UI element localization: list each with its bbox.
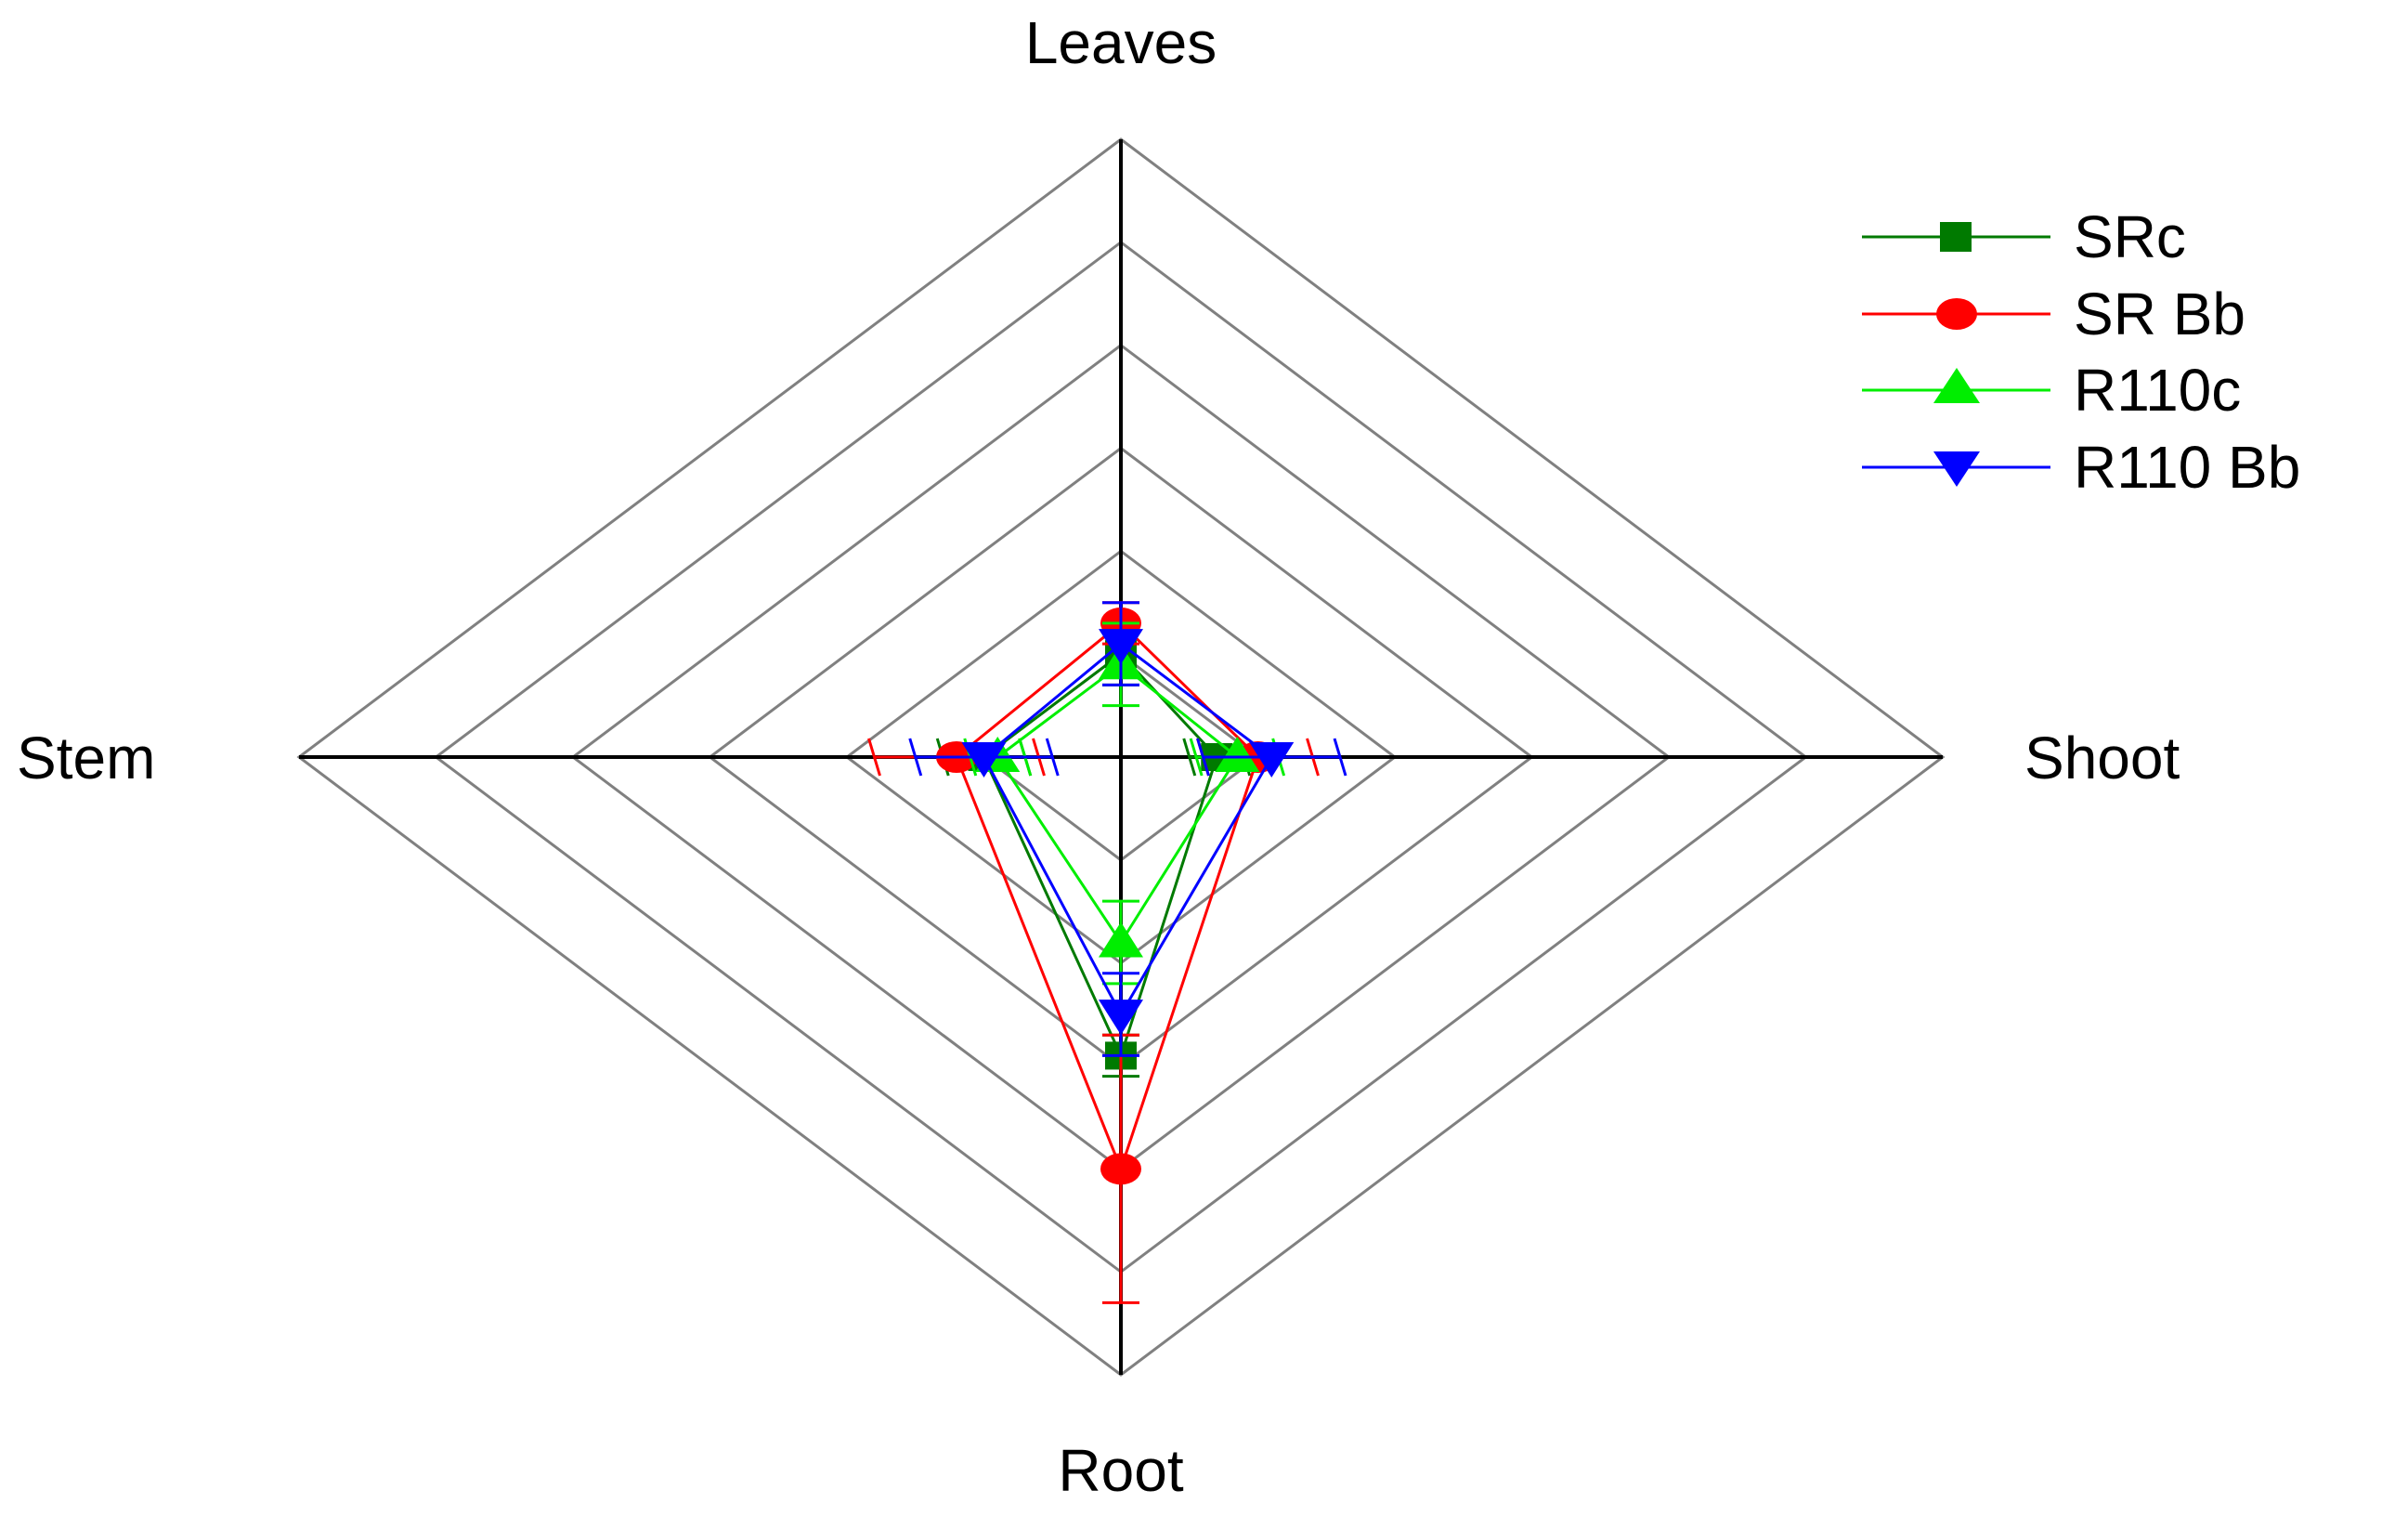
data-point [1249, 742, 1295, 778]
series-group [963, 621, 1286, 986]
axis-label-root: Root [1058, 1437, 1183, 1504]
legend-label: R110 Bb [2074, 434, 2300, 501]
axis-labels: Leaves Shoot Root Stem [17, 9, 2180, 1504]
series [867, 601, 1347, 1304]
legend-entry: SR Bb [1862, 281, 2245, 347]
axis-label-shoot: Shoot [2024, 725, 2180, 791]
data-point [1100, 1153, 1141, 1185]
data-point [1099, 629, 1143, 665]
legend-entry: SRc [1862, 203, 2186, 270]
data-point [1099, 921, 1143, 958]
series-group [935, 621, 1252, 1078]
legend-label: SR Bb [2074, 281, 2245, 347]
legend: SRc SR Bb R110c R110 Bb [1862, 203, 2300, 501]
data-point [1099, 1000, 1143, 1036]
error-cap [1189, 738, 1204, 777]
legend-marker-triangle-down [1933, 451, 1980, 487]
legend-marker-square [1940, 222, 1972, 252]
error-cap [1045, 738, 1060, 777]
axis-label-stem: Stem [17, 725, 155, 791]
series-group [908, 601, 1347, 1057]
legend-marker-circle [1936, 298, 1977, 330]
legend-entry: R110c [1862, 357, 2241, 424]
legend-marker-triangle-up [1933, 368, 1980, 403]
error-cap [908, 738, 923, 777]
legend-label: SRc [2074, 203, 2186, 270]
series-group [867, 601, 1320, 1304]
error-cap [867, 738, 881, 777]
error-cap [1182, 738, 1197, 777]
error-cap [1196, 738, 1210, 777]
legend-entry: R110 Bb [1862, 434, 2300, 501]
data-point [961, 742, 1007, 778]
legend-label: R110c [2074, 357, 2241, 424]
axis-label-leaves: Leaves [1025, 9, 1217, 76]
error-cap [1333, 738, 1347, 777]
data-point [1215, 737, 1260, 772]
